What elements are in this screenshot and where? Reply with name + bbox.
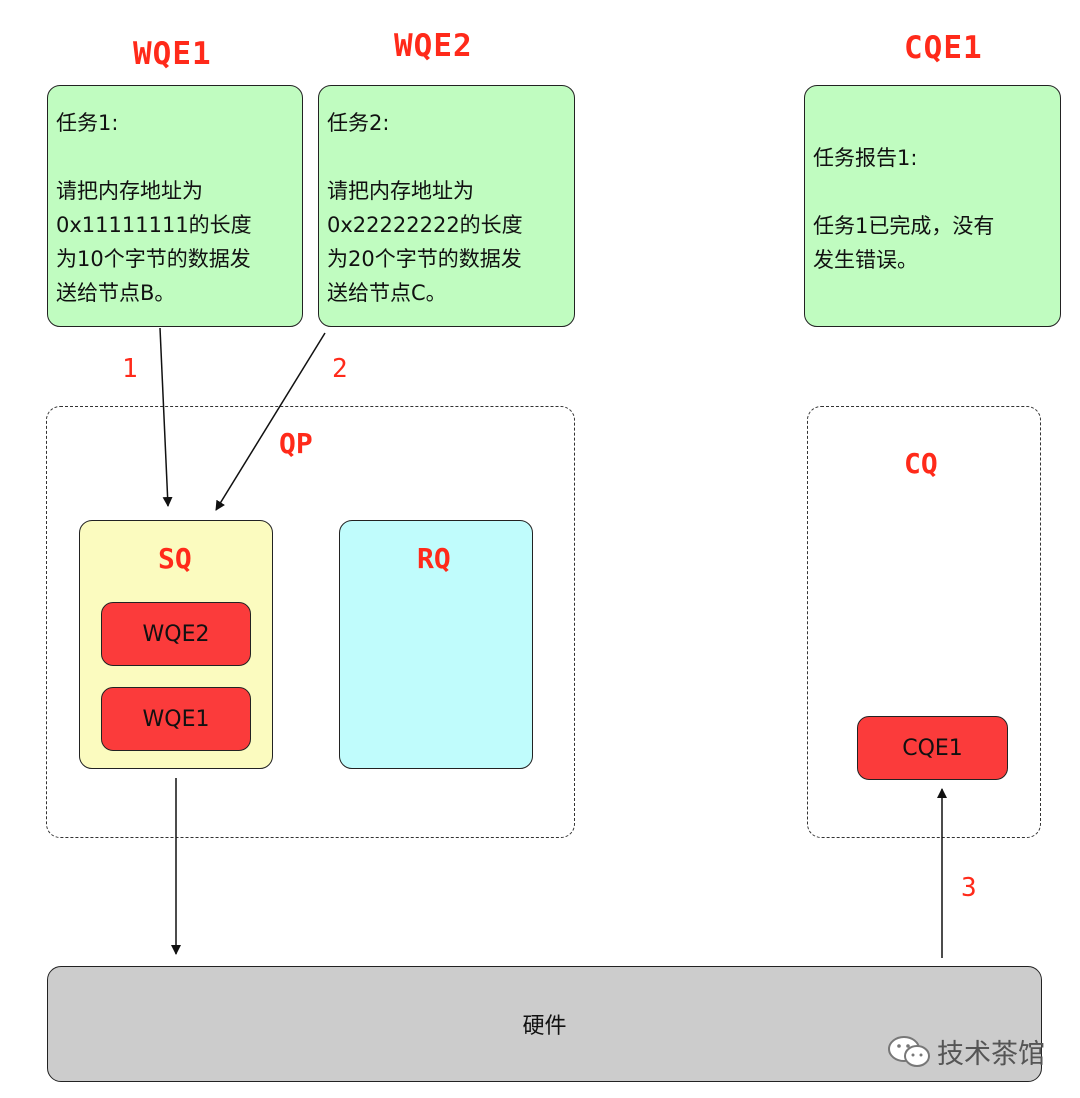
task1-box: 任务1: 请把内存地址为 0x11111111的长度 为10个字节的数据发 送给… (47, 85, 303, 327)
sq-item-wqe2: WQE2 (101, 602, 251, 666)
qp-container (46, 406, 575, 838)
hardware-label: 硬件 (522, 1014, 567, 1039)
wechat-icon (888, 1035, 930, 1067)
report1-box: 任务报告1: 任务1已完成，没有 发生错误。 (804, 85, 1061, 327)
sq-item-wqe1: WQE1 (101, 687, 251, 751)
step3-label: 3 (961, 873, 977, 903)
rq-box (339, 520, 533, 769)
step1-label: 1 (122, 354, 138, 384)
task2-box: 任务2: 请把内存地址为 0x22222222的长度 为20个字节的数据发 送给… (318, 85, 575, 327)
rq-label: RQ (417, 542, 451, 575)
sq-label: SQ (158, 542, 192, 575)
watermark: 技术茶馆 (887, 1032, 1045, 1071)
watermark-text: 技术茶馆 (937, 1039, 1045, 1070)
arrow-task1-to-sq (159, 327, 173, 507)
wqe2-label: WQE2 (394, 28, 473, 64)
task2-text: 任务2: 请把内存地址为 0x22222222的长度 为20个字节的数据发 送给… (327, 111, 523, 305)
cq-item-cqe1: CQE1 (857, 716, 1008, 780)
cq-container (807, 406, 1041, 838)
hardware-bar: 硬件 (47, 966, 1042, 1082)
step2-label: 2 (332, 354, 348, 384)
cq-label: CQ (904, 447, 938, 480)
wqe1-label: WQE1 (133, 36, 212, 72)
report1-text: 任务报告1: 任务1已完成，没有 发生错误。 (813, 146, 995, 272)
arrow-task2-to-sq (215, 332, 326, 511)
task1-text: 任务1: 请把内存地址为 0x11111111的长度 为10个字节的数据发 送给… (56, 111, 252, 305)
cqe1-label: CQE1 (904, 30, 983, 66)
qp-label: QP (279, 427, 313, 460)
